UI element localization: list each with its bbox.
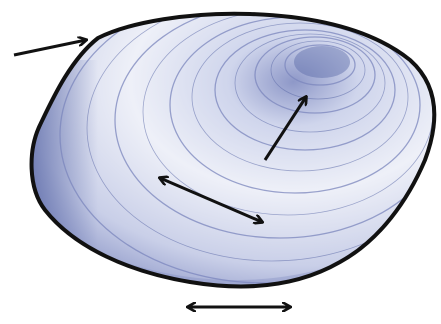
shell-body bbox=[28, 0, 441, 300]
pointer-arrow bbox=[14, 40, 86, 55]
